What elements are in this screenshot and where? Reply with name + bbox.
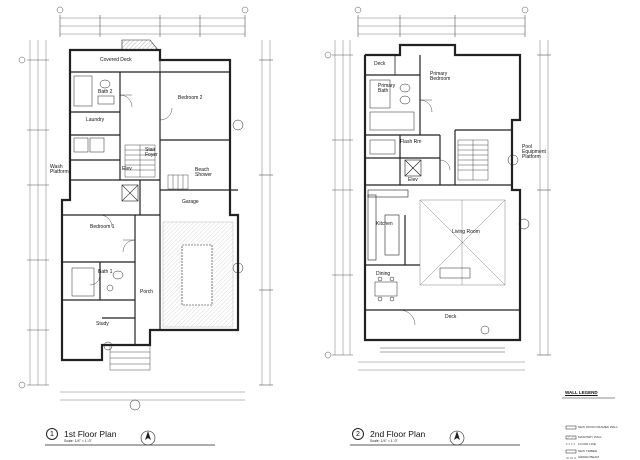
plan2-room-deck-bottom: Deck (445, 314, 457, 320)
plan2-number-bubble: 2 (352, 428, 364, 440)
plan1-number-bubble: 1 (46, 428, 58, 440)
plan1-room-bedroom-2: Bedroom 2 (178, 95, 203, 101)
plan2-room-deck-top: Deck (374, 61, 386, 67)
plan1-scale: Scale: 1/4" = 1'-0" (64, 439, 92, 443)
plan2-room-kitchen: Kitchen (376, 221, 393, 227)
plan1-doors (89, 94, 173, 286)
legend-item-masonry-wall: MASONRY WALL (578, 435, 602, 439)
plan1-room-study: Study (96, 321, 109, 327)
plan1-room-bedroom-1: Bedroom 1 (90, 224, 115, 230)
plan2-room-primary-bath: Primary Bath (378, 83, 396, 94)
legend-item-hidden-beam: HIDDEN BEAM (578, 455, 599, 459)
plan2-room-primary-bedroom: Primary Bedroom (430, 71, 451, 82)
plan1-room-bath-2: Bath 2 (98, 89, 113, 95)
plan1-stairs (124, 144, 189, 190)
plan2-room-pool-equipment-platform: Pool Equipment Platform (522, 144, 546, 160)
plan2-room-dining: Dining (376, 271, 391, 277)
plan1-dimension-lines (27, 15, 273, 401)
legend-item-floor-line: FLOOR LINE (578, 442, 596, 446)
plan2-title: 2nd Floor Plan (370, 429, 426, 439)
plan1-room-stair-foyer: Stair Foyer (145, 147, 158, 158)
plan2-dimension-lines (332, 15, 551, 371)
legend-item-new-timber: NEW TIMBER (578, 449, 598, 453)
legend-item-wood-wall: NEW WOOD FRAMED WALL (578, 425, 618, 429)
plan1-drawing (18, 6, 273, 411)
plan2-room-flash-rm: Flash Rm (400, 139, 422, 145)
plan1-room-garage: Garage (182, 199, 199, 205)
plan2-scale: Scale: 1/4" = 1'-0" (370, 439, 398, 443)
plan1-room-wash-platform: Wash Platform (50, 164, 69, 175)
title-rules (45, 430, 520, 446)
legend-box (562, 397, 615, 459)
plan1-room-beach-shower: Beach Shower (195, 167, 212, 178)
plan1-room-covered-deck: Covered Deck (100, 57, 132, 63)
plan2-drawing (324, 6, 551, 371)
plan2-vaulted-ceiling (419, 199, 506, 286)
plan1-room-porch: Porch (140, 289, 154, 295)
plan1-fixtures (71, 75, 124, 297)
plan1-room-elev: Elev (122, 166, 132, 172)
plan1-elevator (121, 184, 139, 202)
plan2-room-living-room: Living Room (452, 229, 480, 235)
legend-title: WALL LEGEND (565, 390, 598, 395)
plan2-room-elev: Elev (408, 177, 418, 183)
plan1-room-bath-1: Bath 1 (98, 269, 113, 275)
plan1-title: 1st Floor Plan (64, 429, 117, 439)
plan1-room-laundry: Laundry (86, 117, 105, 123)
